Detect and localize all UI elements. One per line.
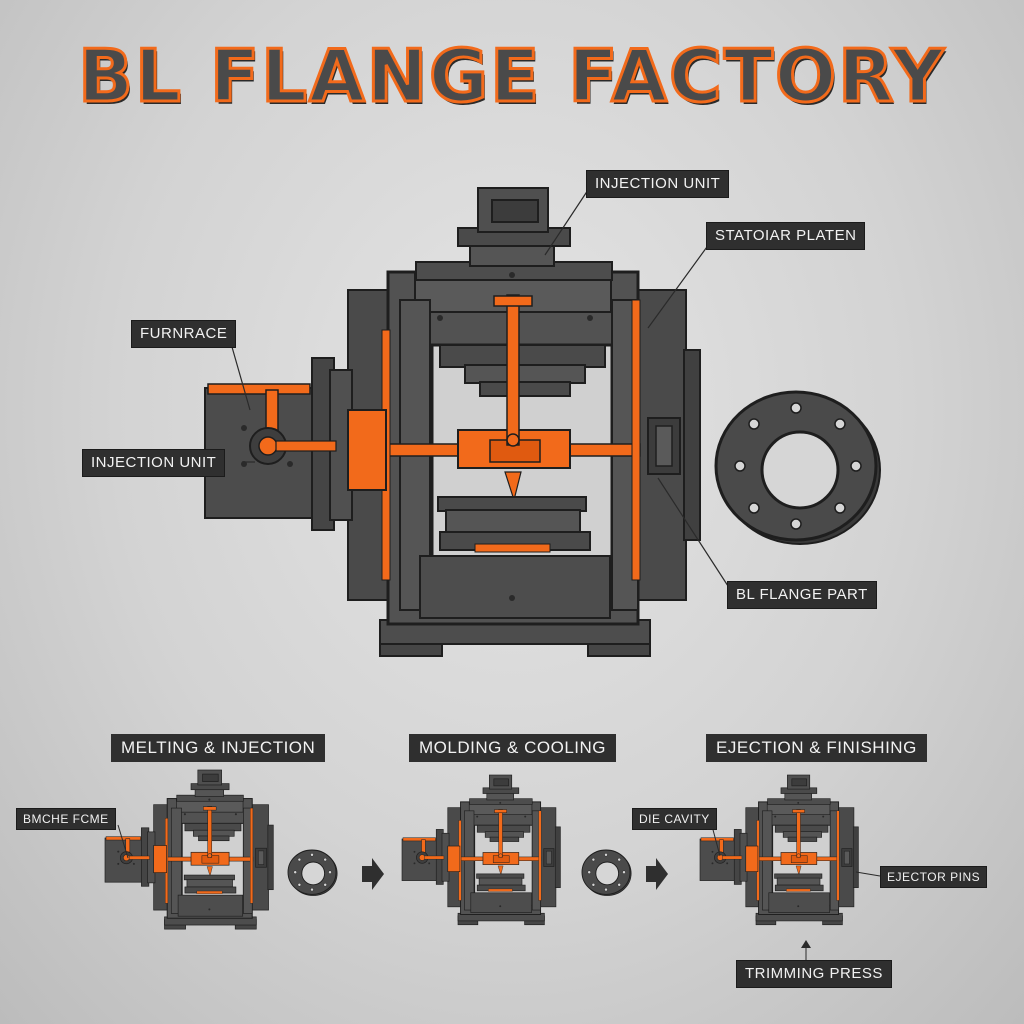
main-press-machine xyxy=(203,186,702,658)
label-ejector-pins: EJECTOR PINS xyxy=(880,866,988,888)
arrow-right-icon xyxy=(646,858,668,890)
arrow-right-icon xyxy=(362,858,384,890)
label-injection-unit-left: INJECTION UNIT xyxy=(82,449,226,477)
stage-title-molding-cooling: MOLDING & COOLING xyxy=(409,734,617,762)
main-flange-part xyxy=(714,390,882,546)
stage-title-melting-injection: MELTING & INJECTION xyxy=(111,734,326,762)
label-machine-frame: BMCHE FCME xyxy=(16,808,116,830)
stage-3-press xyxy=(699,774,859,926)
main-leader-lines xyxy=(229,189,729,587)
label-die-cavity: DIE CAVITY xyxy=(632,808,717,830)
stage-1-flange xyxy=(287,849,338,897)
page-title: BL FLANGE FACTORY xyxy=(77,33,946,120)
label-flange-part: BL FLANGE PART xyxy=(727,581,877,609)
stage-1-press xyxy=(104,769,274,930)
label-trimming-press: TRIMMING PRESS xyxy=(736,960,892,988)
arrow-up-icon xyxy=(801,940,811,948)
stage-title-ejection-finishing: EJECTION & FINISHING xyxy=(706,734,927,762)
stage-2-press xyxy=(401,774,561,926)
label-furnace: FURNRACE xyxy=(131,320,237,348)
label-stationary-platen: STATOIAR PLATEN xyxy=(706,222,866,250)
stage-2-flange xyxy=(581,849,632,897)
label-injection-unit-top: INJECTION UNIT xyxy=(586,170,730,198)
